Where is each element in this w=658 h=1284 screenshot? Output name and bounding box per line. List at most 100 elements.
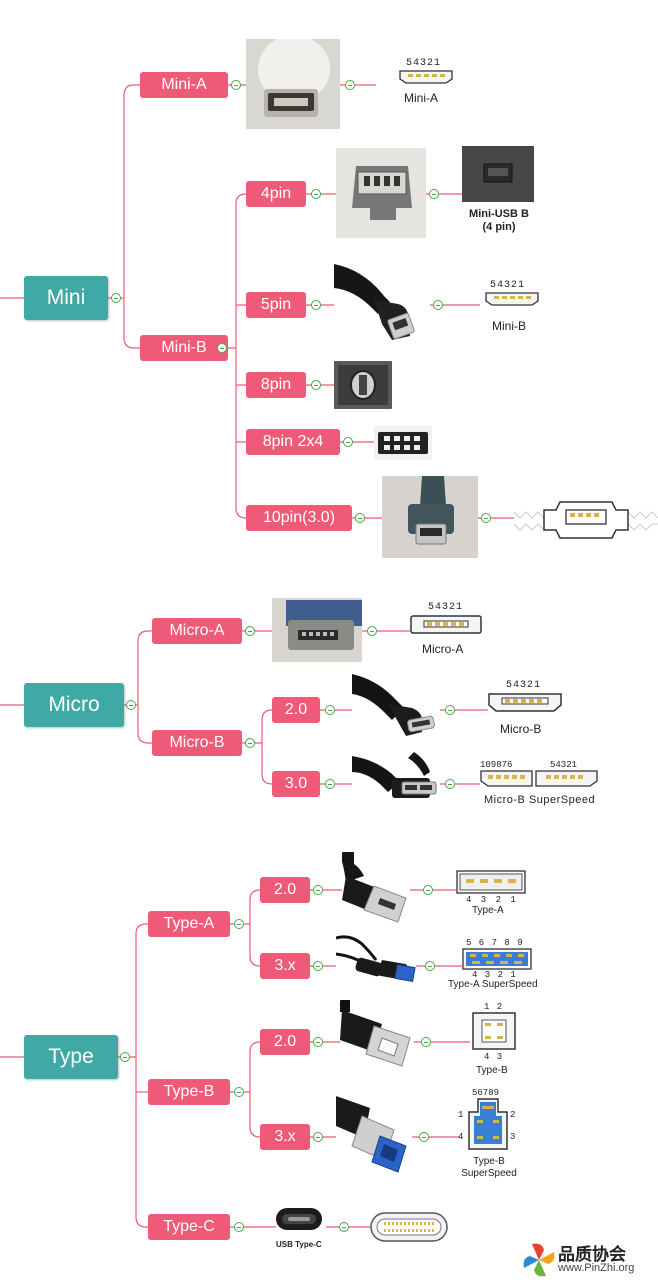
collapse-toggle-icon[interactable] bbox=[355, 513, 365, 523]
type-a-2-0-caption: Type-A bbox=[472, 905, 504, 916]
5pin-plug-photo bbox=[334, 256, 430, 352]
pinzhi-logo-icon bbox=[523, 1243, 555, 1277]
collapse-toggle-icon[interactable] bbox=[311, 300, 321, 310]
collapse-toggle-icon[interactable] bbox=[234, 1222, 244, 1232]
collapse-toggle-icon[interactable] bbox=[325, 779, 335, 789]
collapse-toggle-icon[interactable] bbox=[481, 513, 491, 523]
collapse-toggle-icon[interactable] bbox=[425, 961, 435, 971]
10pin-plug-photo bbox=[382, 476, 478, 558]
node-micro-b[interactable]: Micro-B bbox=[152, 730, 242, 756]
pin-numbers: 54321 bbox=[428, 602, 464, 613]
pin-left-top: 1 bbox=[458, 1110, 465, 1120]
node-4pin[interactable]: 4pin bbox=[246, 181, 306, 207]
collapse-toggle-icon[interactable] bbox=[313, 1132, 323, 1142]
pin-numbers: 54321 bbox=[490, 280, 526, 291]
collapse-toggle-icon[interactable] bbox=[419, 1132, 429, 1142]
10pin-pinout-diagram bbox=[513, 494, 658, 544]
node-micro-a[interactable]: Micro-A bbox=[152, 618, 242, 644]
type-a-3x-pinout-diagram: 5 6 7 8 9 4 3 2 1 Type-A SuperSpeed bbox=[446, 938, 546, 994]
node-type-a-3x[interactable]: 3.x bbox=[260, 953, 310, 979]
micro-b-2-0-caption: Micro-B bbox=[500, 722, 542, 736]
8pin-2x4-plug-photo bbox=[374, 426, 432, 460]
node-type-b[interactable]: Type-B bbox=[148, 1079, 230, 1105]
node-type-a[interactable]: Type-A bbox=[148, 911, 230, 937]
5pin-caption: Mini-B bbox=[492, 319, 527, 333]
collapse-toggle-icon[interactable] bbox=[245, 738, 255, 748]
pin-numbers: 4 3 2 1 bbox=[466, 895, 518, 905]
node-type-b-3x[interactable]: 3.x bbox=[260, 1124, 310, 1150]
collapse-toggle-icon[interactable] bbox=[313, 1037, 323, 1047]
type-c-caption: USB Type-C bbox=[276, 1240, 322, 1249]
type-a-3x-plug-photo bbox=[336, 934, 416, 994]
collapse-toggle-icon[interactable] bbox=[313, 961, 323, 971]
pinzhi-logo: 品质协会 www.PinZhi.org bbox=[522, 1240, 652, 1280]
collapse-toggle-icon[interactable] bbox=[445, 705, 455, 715]
4pin-caption: Mini-USB B (4 pin) bbox=[469, 208, 529, 233]
collapse-toggle-icon[interactable] bbox=[421, 1037, 431, 1047]
type-a-2-0-plug-photo bbox=[342, 852, 410, 928]
type-b-2-0-plug-photo bbox=[340, 1000, 414, 1072]
type-a-3x-caption: Type-A SuperSpeed bbox=[448, 979, 538, 990]
pin-numbers-top: 5 6 7 8 9 bbox=[466, 938, 524, 948]
collapse-toggle-icon[interactable] bbox=[429, 189, 439, 199]
root-node-micro[interactable]: Micro bbox=[24, 683, 124, 727]
pin-numbers-left: 109876 bbox=[480, 760, 513, 770]
collapse-toggle-icon[interactable] bbox=[313, 885, 323, 895]
collapse-toggle-icon[interactable] bbox=[423, 885, 433, 895]
node-mini-a[interactable]: Mini-A bbox=[140, 72, 228, 98]
collapse-toggle-icon[interactable] bbox=[339, 1222, 349, 1232]
collapse-toggle-icon[interactable] bbox=[231, 80, 241, 90]
collapse-toggle-icon[interactable] bbox=[343, 437, 353, 447]
collapse-toggle-icon[interactable] bbox=[325, 705, 335, 715]
collapse-toggle-icon[interactable] bbox=[120, 1052, 130, 1062]
pin-numbers-bottom: 4 3 bbox=[484, 1052, 504, 1062]
pin-right-bottom: 3 bbox=[510, 1132, 517, 1142]
micro-b-2-0-pinout-diagram: 54321 Micro-B bbox=[488, 680, 562, 736]
collapse-toggle-icon[interactable] bbox=[311, 380, 321, 390]
node-type-a-2-0[interactable]: 2.0 bbox=[260, 877, 310, 903]
micro-a-caption: Micro-A bbox=[422, 642, 464, 656]
micro-a-pinout-diagram: 54321 Micro-A bbox=[410, 602, 482, 658]
collapse-toggle-icon[interactable] bbox=[445, 779, 455, 789]
node-8pin[interactable]: 8pin bbox=[246, 372, 306, 398]
micro-a-plug-photo bbox=[272, 598, 362, 662]
watermark-name: 品质协会 bbox=[558, 1245, 626, 1264]
collapse-toggle-icon[interactable] bbox=[111, 293, 121, 303]
mini-a-plug-photo bbox=[246, 39, 340, 129]
node-10pin[interactable]: 10pin(3.0) bbox=[246, 505, 352, 531]
pin-numbers-top: 56789 bbox=[472, 1088, 500, 1098]
mini-a-caption: Mini-A bbox=[404, 91, 439, 105]
root-node-mini[interactable]: Mini bbox=[24, 276, 108, 320]
node-5pin[interactable]: 5pin bbox=[246, 292, 306, 318]
root-node-type[interactable]: Type bbox=[24, 1035, 118, 1079]
pin-left-bottom: 4 bbox=[458, 1132, 465, 1142]
collapse-toggle-icon[interactable] bbox=[217, 343, 227, 353]
pin-numbers-right: 54321 bbox=[550, 760, 578, 770]
type-b-3x-caption: Type-B SuperSpeed bbox=[461, 1156, 517, 1179]
node-micro-b-2-0[interactable]: 2.0 bbox=[272, 697, 320, 723]
collapse-toggle-icon[interactable] bbox=[311, 189, 321, 199]
node-8pin-2x4[interactable]: 8pin 2x4 bbox=[246, 429, 340, 455]
4pin-pinout-diagram: Mini-USB B (4 pin) bbox=[462, 146, 534, 242]
type-b-3x-plug-photo bbox=[336, 1096, 412, 1178]
type-b-2-0-pinout-diagram: 1 2 4 3 Type-B bbox=[470, 1002, 520, 1080]
micro-b-3-0-pinout-diagram: 109876 54321 Micro-B SuperSpeed bbox=[480, 760, 600, 810]
node-micro-b-3-0[interactable]: 3.0 bbox=[272, 771, 320, 797]
collapse-toggle-icon[interactable] bbox=[345, 80, 355, 90]
type-a-2-0-pinout-diagram: 4 3 2 1 Type-A bbox=[456, 870, 528, 920]
collapse-toggle-icon[interactable] bbox=[245, 626, 255, 636]
collapse-toggle-icon[interactable] bbox=[234, 1087, 244, 1097]
collapse-toggle-icon[interactable] bbox=[234, 919, 244, 929]
collapse-toggle-icon[interactable] bbox=[433, 300, 443, 310]
micro-b-2-0-plug-photo bbox=[352, 672, 440, 748]
collapse-toggle-icon[interactable] bbox=[367, 626, 377, 636]
type-c-plug-photo: USB Type-C bbox=[274, 1206, 326, 1256]
node-type-c[interactable]: Type-C bbox=[148, 1214, 230, 1240]
node-type-b-2-0[interactable]: 2.0 bbox=[260, 1029, 310, 1055]
pin-numbers: 54321 bbox=[406, 58, 442, 69]
4pin-plug-photo bbox=[336, 148, 426, 238]
collapse-toggle-icon[interactable] bbox=[126, 700, 136, 710]
type-b-3x-pinout-diagram: 56789 1 2 4 3 Type-B SuperSpeed bbox=[454, 1088, 524, 1184]
node-mini-b[interactable]: Mini-B bbox=[140, 335, 228, 361]
pin-right-top: 2 bbox=[510, 1110, 517, 1120]
